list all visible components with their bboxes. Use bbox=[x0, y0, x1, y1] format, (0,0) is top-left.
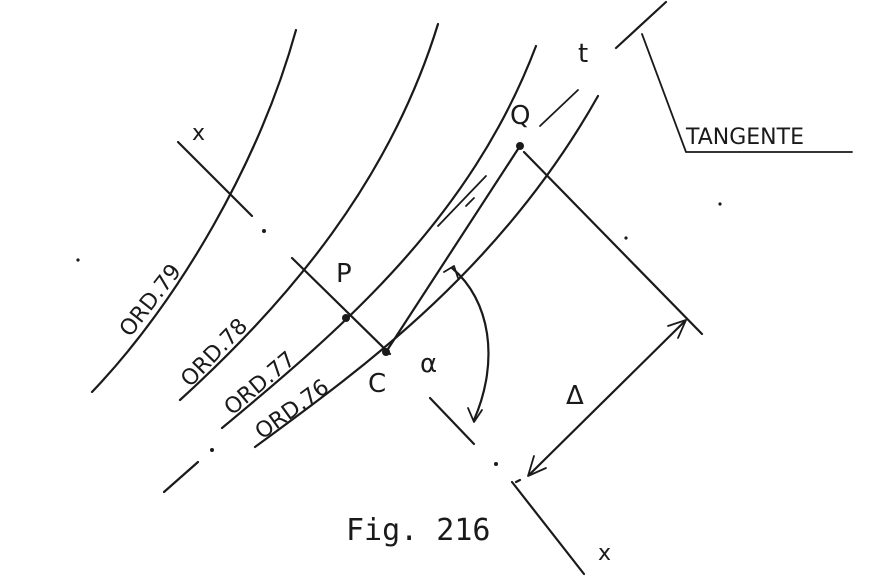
label-axis-x-top: x bbox=[192, 121, 205, 146]
stray-dot-left bbox=[76, 258, 80, 262]
axis-x-upper-segment bbox=[176, 140, 254, 218]
contour-line-ord-77 bbox=[220, 44, 538, 430]
axis-x-bottom-segment bbox=[510, 480, 586, 576]
construction-line-lower-left bbox=[162, 460, 200, 494]
line-c-to-q bbox=[384, 144, 522, 354]
stray-dot-right bbox=[718, 202, 722, 206]
label-point-c: C bbox=[368, 369, 386, 399]
delta-arrow-top bbox=[667, 319, 687, 339]
tangent-line bbox=[614, 0, 668, 50]
label-point-p: P bbox=[336, 259, 352, 289]
label-ord-78: ORD.78 bbox=[176, 314, 253, 392]
delta-arrow-bottom bbox=[527, 455, 547, 477]
label-delta: Δ bbox=[566, 381, 584, 411]
point-q-marker bbox=[516, 142, 524, 150]
contour-line-ord-78 bbox=[178, 22, 440, 402]
angle-alpha-arc bbox=[450, 266, 490, 422]
tangente-leader bbox=[641, 33, 853, 153]
delta-dimension-line bbox=[528, 320, 686, 476]
tangent-line-dash-2 bbox=[465, 197, 475, 207]
label-tangent-t: t bbox=[578, 39, 588, 69]
figure-caption: Fig. 216 bbox=[346, 513, 491, 548]
angle-alpha-arrow-bottom bbox=[467, 407, 483, 423]
contour-line-ord-79 bbox=[90, 28, 298, 394]
perpendicular-bottom bbox=[514, 478, 522, 484]
label-point-q: Q bbox=[510, 101, 530, 131]
stray-dot-mid bbox=[624, 236, 628, 240]
axis-x-lower-segment bbox=[428, 396, 476, 446]
label-angle-alpha: α bbox=[420, 349, 437, 379]
tangent-line-stub bbox=[539, 89, 579, 127]
angle-alpha-arrow-top bbox=[443, 265, 459, 279]
construction-line-dot bbox=[210, 448, 214, 452]
point-p-marker bbox=[342, 314, 350, 322]
axis-x-dot-1 bbox=[262, 229, 266, 233]
label-ord-79: ORD.79 bbox=[115, 260, 187, 342]
point-c-marker bbox=[382, 348, 390, 356]
axis-x-dot-2 bbox=[494, 462, 498, 466]
label-tangente: TANGENTE bbox=[685, 125, 804, 150]
label-axis-x-bottom: x bbox=[598, 541, 611, 566]
tangent-line-dash-1 bbox=[437, 175, 487, 227]
perpendicular-from-q bbox=[522, 150, 704, 336]
axis-x-middle-segment bbox=[290, 256, 392, 356]
contour-line-ord-76 bbox=[253, 94, 600, 449]
